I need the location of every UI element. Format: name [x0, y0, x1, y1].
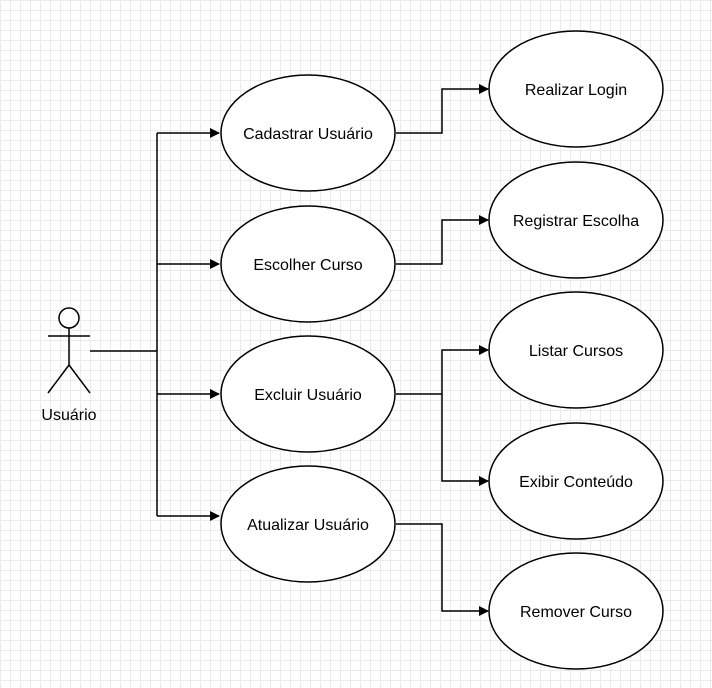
use-case-ellipse [220, 205, 396, 323]
actor-left-leg [47, 364, 70, 394]
connector-excluir-listar [396, 345, 489, 395]
actor-right-leg [68, 364, 91, 394]
use-case-label: Escolher Curso [253, 257, 362, 274]
use-case-label: Registrar Escolha [513, 213, 639, 230]
use-case-ellipse [220, 335, 396, 453]
use-case-excluir-usuario[interactable]: Excluir Usuário [220, 335, 396, 453]
use-case-ellipse [488, 552, 664, 670]
connector-atualizar-remover [396, 523, 489, 616]
use-case-realizar-login[interactable]: Realizar Login [488, 30, 664, 148]
use-case-label: Remover Curso [520, 604, 632, 621]
use-case-label: Listar Cursos [529, 343, 623, 360]
use-case-label: Excluir Usuário [254, 387, 362, 404]
actor-head [58, 307, 80, 329]
use-case-ellipse [488, 291, 664, 409]
use-case-atualizar-usuario[interactable]: Atualizar Usuário [220, 465, 396, 583]
use-case-listar-cursos[interactable]: Listar Cursos [488, 291, 664, 409]
use-case-escolher-curso[interactable]: Escolher Curso [220, 205, 396, 323]
use-case-ellipse [220, 465, 396, 583]
use-case-ellipse [488, 422, 664, 540]
use-case-ellipse [220, 74, 396, 192]
connector-cadastrar-login [396, 84, 489, 134]
connector-escolher-registrar [396, 215, 489, 265]
secondary-connectors [396, 84, 489, 616]
use-case-label: Realizar Login [525, 82, 627, 99]
use-case-label: Atualizar Usuário [247, 517, 369, 534]
use-case-ellipse [488, 30, 664, 148]
connector-excluir-exibir [441, 394, 489, 486]
use-case-registrar-escolha[interactable]: Registrar Escolha [488, 161, 664, 279]
actor-label: Usuário [41, 407, 96, 424]
use-case-cadastrar-usuario[interactable]: Cadastrar Usuário [220, 74, 396, 192]
actor-connectors [90, 128, 220, 521]
use-case-remover-curso[interactable]: Remover Curso [488, 552, 664, 670]
actor-usuario[interactable]: Usuário [41, 307, 97, 424]
use-case-label: Exibir Conteúdo [519, 474, 633, 491]
use-case-exibir-conteudo[interactable]: Exibir Conteúdo [488, 422, 664, 540]
use-case-label: Cadastrar Usuário [243, 126, 373, 143]
use-case-ellipse [488, 161, 664, 279]
